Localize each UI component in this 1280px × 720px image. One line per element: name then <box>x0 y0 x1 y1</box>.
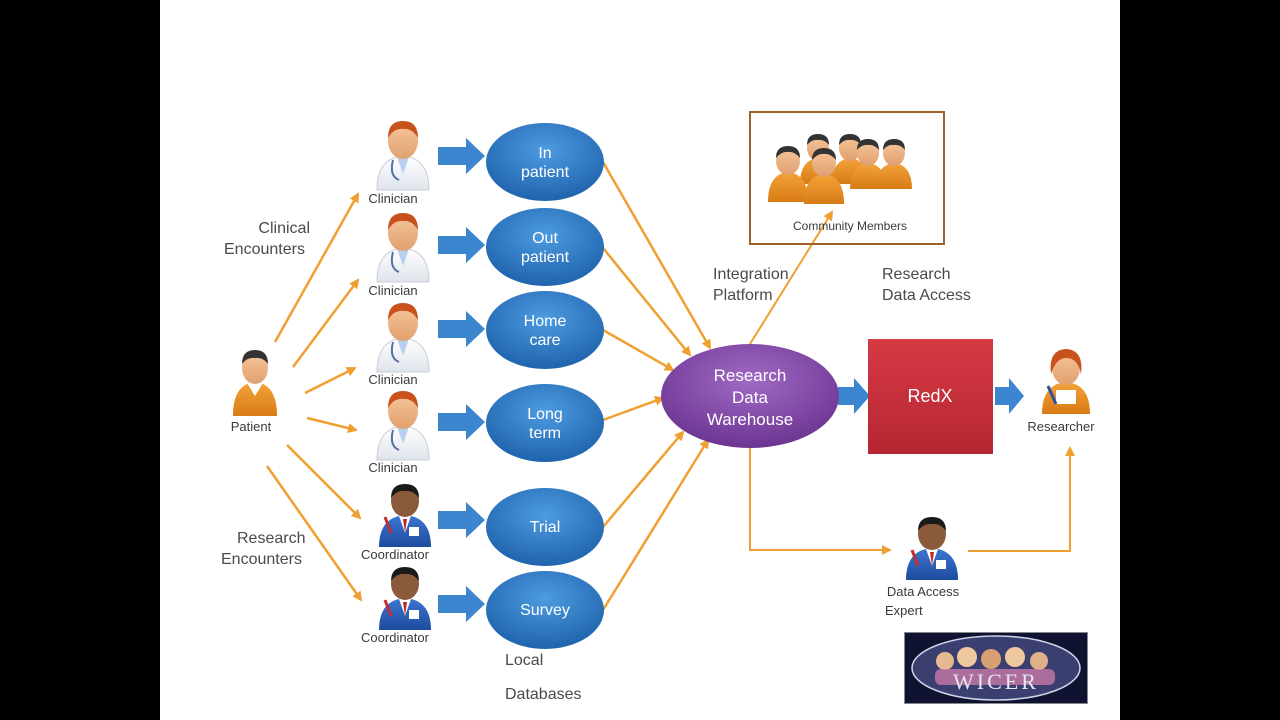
logo-photo <box>911 635 1081 701</box>
slide: Clinical Encounters Research Encounters … <box>160 0 1120 720</box>
patient-arrows <box>265 192 363 602</box>
warehouse-label: Research Data Warehouse <box>670 365 830 431</box>
researcher-icon <box>1042 349 1090 414</box>
oval-survey: Survey <box>485 601 605 620</box>
clinician-caption-4: Clinician <box>368 460 418 475</box>
oval-longterm-line1: Long <box>527 406 563 423</box>
coordinator-caption-2: Coordinator <box>361 630 429 645</box>
clinician-caption-3: Clinician <box>368 372 418 387</box>
research-encounters-line1: Research <box>237 530 306 547</box>
community-members-caption: Community Members <box>792 219 908 233</box>
warehouse-line1: Research <box>713 366 787 385</box>
wicer-logo: WICER <box>904 632 1088 704</box>
integration-platform-line1: Integration <box>713 266 789 283</box>
clinician-caption-1: Clinician <box>368 191 418 206</box>
redx-box <box>868 339 993 454</box>
oval-longterm-line2: term <box>529 425 561 442</box>
oval-inpatient-line2: patient <box>520 164 570 181</box>
clinical-encounters-line1: Clinical <box>258 220 310 237</box>
oval-trial: Trial <box>485 518 605 537</box>
clinical-encounters-line2: Encounters <box>224 241 305 258</box>
integration-platform-label: Integration Platform <box>713 264 789 306</box>
data-access-expert-caption: Data Access Expert <box>868 582 978 620</box>
research-data-access-line1: Research <box>882 266 951 283</box>
blue-arrows <box>438 138 1024 622</box>
diagram-canvas <box>233 111 1090 649</box>
local-databases-line2: Databases <box>505 686 582 703</box>
oval-inpatient: In patient <box>485 144 605 182</box>
oval-trial-line1: Trial <box>529 519 561 536</box>
local-databases-label: Local Databases <box>505 650 582 705</box>
research-encounters-label: Research Encounters <box>221 528 306 570</box>
oval-homecare: Home care <box>485 312 605 350</box>
researcher-caption: Researcher <box>1027 419 1095 434</box>
logo-text: WICER <box>953 669 1039 694</box>
coordinator-caption-1: Coordinator <box>361 547 429 562</box>
data-access-expert-line2: Expert <box>885 603 923 618</box>
community-box <box>749 111 945 245</box>
clinician-icons <box>376 121 430 461</box>
oval-survey-line1: Survey <box>520 602 570 619</box>
research-data-access-label: Research Data Access <box>882 264 971 306</box>
source-ovals <box>486 123 604 649</box>
research-encounters-line2: Encounters <box>221 551 302 568</box>
expert-icon <box>906 517 958 580</box>
coordinator-icons <box>379 484 431 630</box>
oval-outpatient: Out patient <box>485 229 605 267</box>
warehouse-arrows <box>749 210 1075 555</box>
oval-inpatient-line1: In <box>538 145 552 162</box>
research-data-access-line2: Data Access <box>882 287 971 304</box>
oval-homecare-line1: Home <box>523 313 567 330</box>
community-members-icon <box>768 134 912 204</box>
data-access-expert-line1: Data Access <box>886 584 960 599</box>
oval-longterm: Long term <box>485 405 605 443</box>
warehouse-line2: Data <box>732 388 768 407</box>
redx-label: RedX <box>907 386 953 406</box>
patient-icon <box>233 350 277 416</box>
local-databases-line1: Local <box>505 652 544 669</box>
oval-homecare-line2: care <box>529 332 561 349</box>
source-arrows <box>601 161 712 611</box>
warehouse-oval <box>661 344 839 448</box>
patient-caption: Patient <box>230 419 272 434</box>
oval-outpatient-line2: patient <box>520 249 570 266</box>
clinician-caption-2: Clinician <box>368 283 418 298</box>
warehouse-line3: Warehouse <box>706 410 794 429</box>
clinical-encounters-label: Clinical Encounters <box>224 218 310 260</box>
integration-platform-line2: Platform <box>713 287 773 304</box>
oval-outpatient-line1: Out <box>532 230 558 247</box>
